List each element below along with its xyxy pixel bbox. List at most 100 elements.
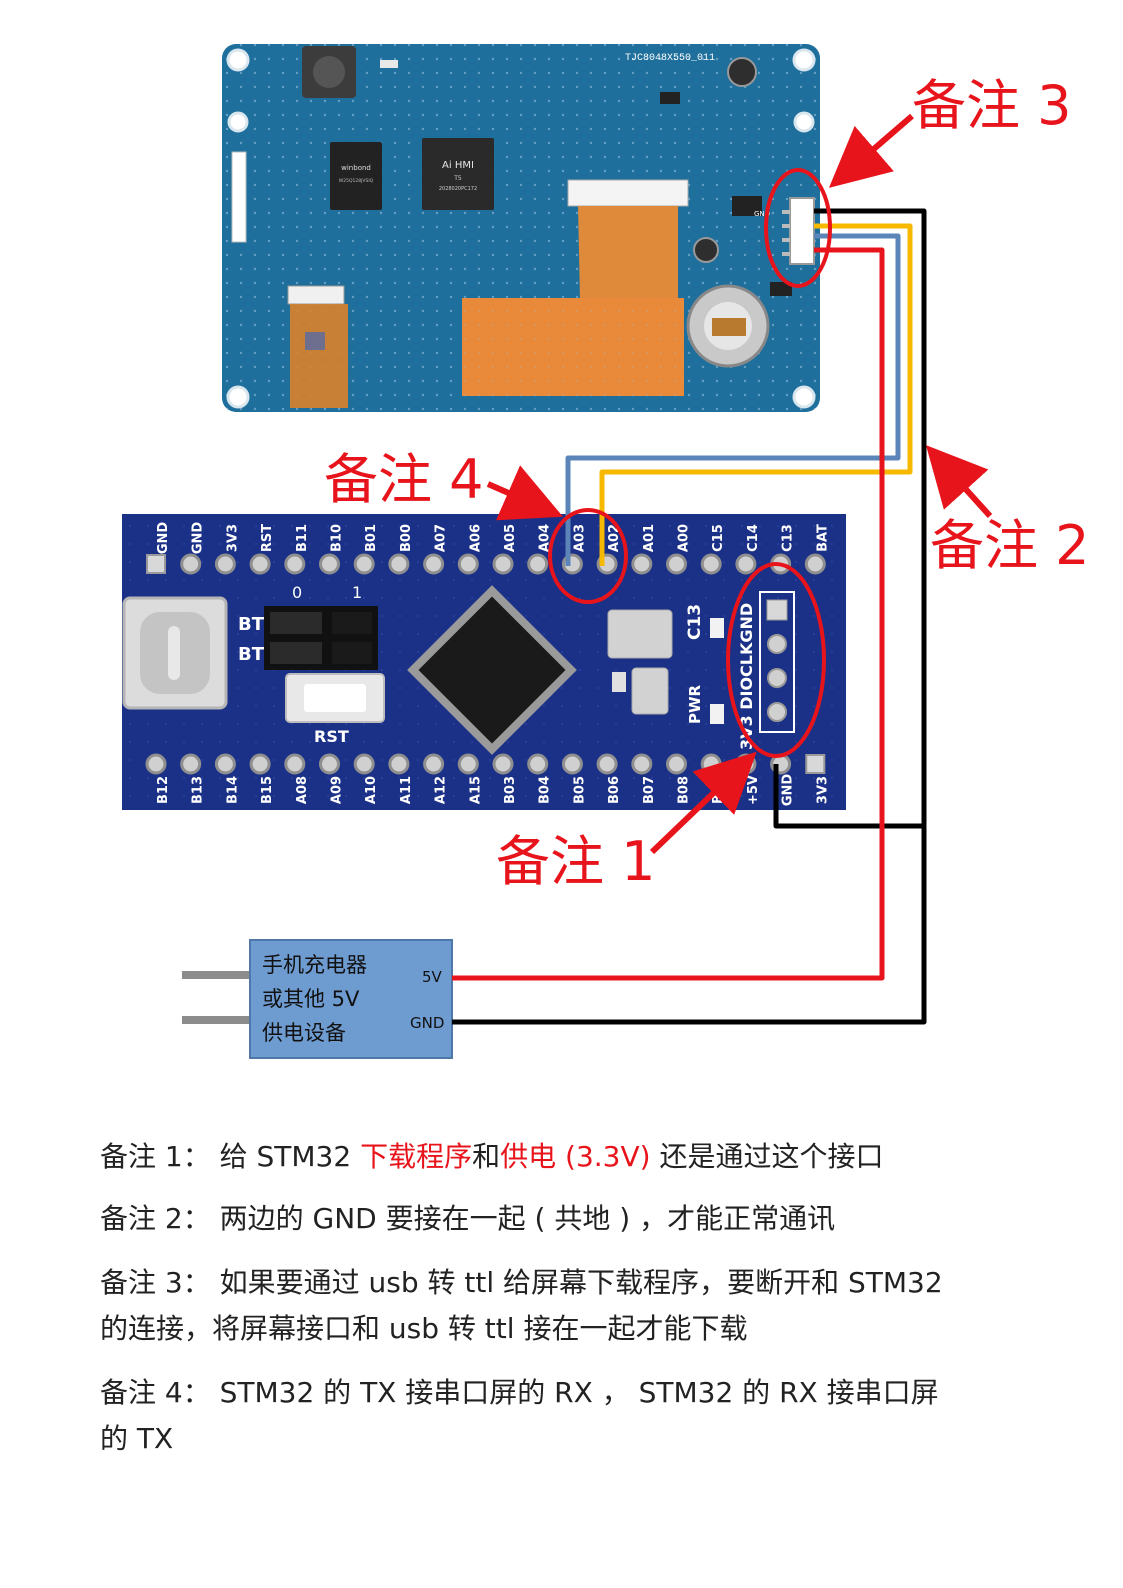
bottom-pin: [666, 753, 687, 775]
top-pin-label: B01: [364, 524, 379, 552]
bottom-pin: [700, 753, 722, 775]
boot1-label: BT: [238, 644, 265, 665]
callout-note-4: 备注 4: [324, 448, 484, 511]
main-chip-code: 2028020PC172: [439, 186, 477, 192]
top-pin-label: B11: [295, 524, 310, 552]
note-1-mid: 和: [472, 1140, 501, 1173]
note-4-line-1: 备注 4： STM32 的 TX 接串口屏的 RX ， STM32 的 RX 接…: [100, 1376, 939, 1409]
bottom-pin-label: B03: [503, 776, 518, 804]
top-pin-label: B10: [330, 524, 345, 552]
top-pin: [146, 554, 166, 574]
bottom-pin: [596, 753, 618, 775]
top-pin-label: A05: [503, 524, 518, 552]
power-box-line2: 或其他 5V: [262, 987, 360, 1011]
note-1: 备注 1： 给 STM32 下载程序和供电 (3.3V) 还是通过这个接口: [100, 1134, 1030, 1180]
bottom-pin-label: A12: [434, 776, 449, 804]
callout-note-1: 备注 1: [496, 830, 656, 893]
note-2: 备注 2： 两边的 GND 要接在一起 ( 共地 ) ，才能正常通讯: [100, 1202, 836, 1235]
flash-chip-label: winbond: [341, 164, 371, 172]
bottom-pin: [214, 753, 236, 775]
top-pin: [249, 553, 271, 575]
bottom-pin: [561, 753, 583, 775]
stm32-mcu-chip: [407, 585, 577, 755]
power-box-5v-label: 5V: [422, 968, 443, 986]
top-pin: [284, 553, 306, 575]
screen-board: TJC8048X550_011 winbond W25Q128JVSIQ Ai …: [222, 44, 820, 412]
bottom-pin-label: A11: [399, 776, 414, 804]
jumper-1-label: 1: [352, 583, 362, 602]
top-pin: [735, 553, 757, 575]
top-pin-label: A01: [642, 524, 657, 552]
annotations: 备注 3 备注 4 备注 2 备注 1: [324, 74, 1090, 893]
top-pin-label: RST: [260, 524, 275, 552]
note-1-red-download: 下载程序: [360, 1140, 473, 1173]
screen-uart-connector: [789, 197, 815, 265]
top-pin-label: A06: [468, 524, 483, 552]
arrow-note-1: [649, 751, 757, 855]
top-pin-label: C15: [711, 524, 726, 552]
top-pin-label: A04: [538, 524, 553, 552]
bottom-pin-label: +5V: [746, 775, 761, 805]
top-pin-label: GND: [156, 522, 171, 555]
top-pin: [180, 553, 202, 575]
power-box-gnd-label: GND: [410, 1014, 444, 1032]
bottom-pin-label: B14: [225, 776, 240, 804]
wire-yellow-rx: [599, 223, 913, 566]
bottom-pin: [145, 753, 167, 775]
bottom-pin-label: A15: [468, 776, 483, 804]
reset-label: RST: [314, 727, 349, 746]
top-pin: [457, 553, 479, 575]
wire-5v: [452, 247, 885, 981]
jumper-0-label: 0: [292, 583, 302, 602]
bottom-pin-label: B04: [538, 776, 553, 804]
top-pin-row: [146, 553, 826, 575]
wiring-diagram: TJC8048X550_011 winbond W25Q128JVSIQ Ai …: [122, 44, 1090, 1059]
arrow-note-2: [925, 445, 993, 519]
swd-header: [759, 591, 795, 733]
top-pin-label: A03: [572, 524, 587, 552]
top-pin: [353, 553, 375, 575]
callout-note-2: 备注 2: [930, 514, 1090, 577]
bottom-pin-label: A09: [330, 776, 345, 804]
bottom-pin-label: B08: [677, 776, 692, 804]
top-pin: [423, 553, 445, 575]
note-1-red-power: 供电 (3.3V): [500, 1140, 651, 1173]
arrow-note-4: [486, 465, 563, 521]
top-pin: [700, 553, 722, 575]
top-pin-label: A07: [434, 524, 449, 552]
top-pin-label: C13: [781, 524, 796, 552]
bottom-pin-label: A08: [295, 776, 310, 804]
bottom-pin-label: GND: [781, 774, 796, 807]
pwr-led-label: PWR: [686, 684, 704, 724]
c13-led-label: C13: [685, 604, 705, 640]
crystal-8mhz: [607, 609, 673, 659]
flash-chip-code: W25Q128JVSIQ: [339, 178, 374, 184]
bottom-pin: [180, 753, 202, 775]
bottom-pin: [527, 753, 549, 775]
wire-gnd-stm32: [773, 764, 924, 829]
note-3-line-2: 的连接，将屏幕接口和 usb 转 ttl 接在一起才能下载: [100, 1312, 748, 1345]
swd-label: 3V3 DIOCLKGND: [737, 603, 756, 750]
top-pin: [527, 553, 549, 575]
note-4-line-2: 的 TX: [100, 1422, 174, 1455]
callout-ellipse-3: [764, 168, 832, 288]
bottom-pin: [805, 754, 826, 774]
bottom-pin-label: B13: [191, 776, 206, 804]
bottom-pin: [457, 753, 479, 775]
note-1-suffix: 还是通过这个接口: [650, 1140, 884, 1173]
top-pin: [214, 553, 236, 575]
main-chip-sub: T5: [453, 175, 462, 182]
wire-blue-tx: [565, 233, 901, 566]
note-1-prefix: 备注 1： 给 STM32: [100, 1140, 361, 1173]
connector-pin-gnd: GND: [754, 210, 770, 218]
top-pin: [804, 553, 826, 575]
screen-model-label: TJC8048X550_011: [625, 53, 715, 64]
top-pin-label: 3V3: [225, 524, 240, 552]
bottom-pin-label: B12: [156, 776, 171, 804]
bottom-pin: [284, 753, 306, 775]
power-box-line1: 手机充电器: [262, 953, 367, 977]
top-pin: [492, 553, 514, 575]
bottom-pin: [319, 753, 340, 775]
bottom-pin: [388, 753, 410, 775]
